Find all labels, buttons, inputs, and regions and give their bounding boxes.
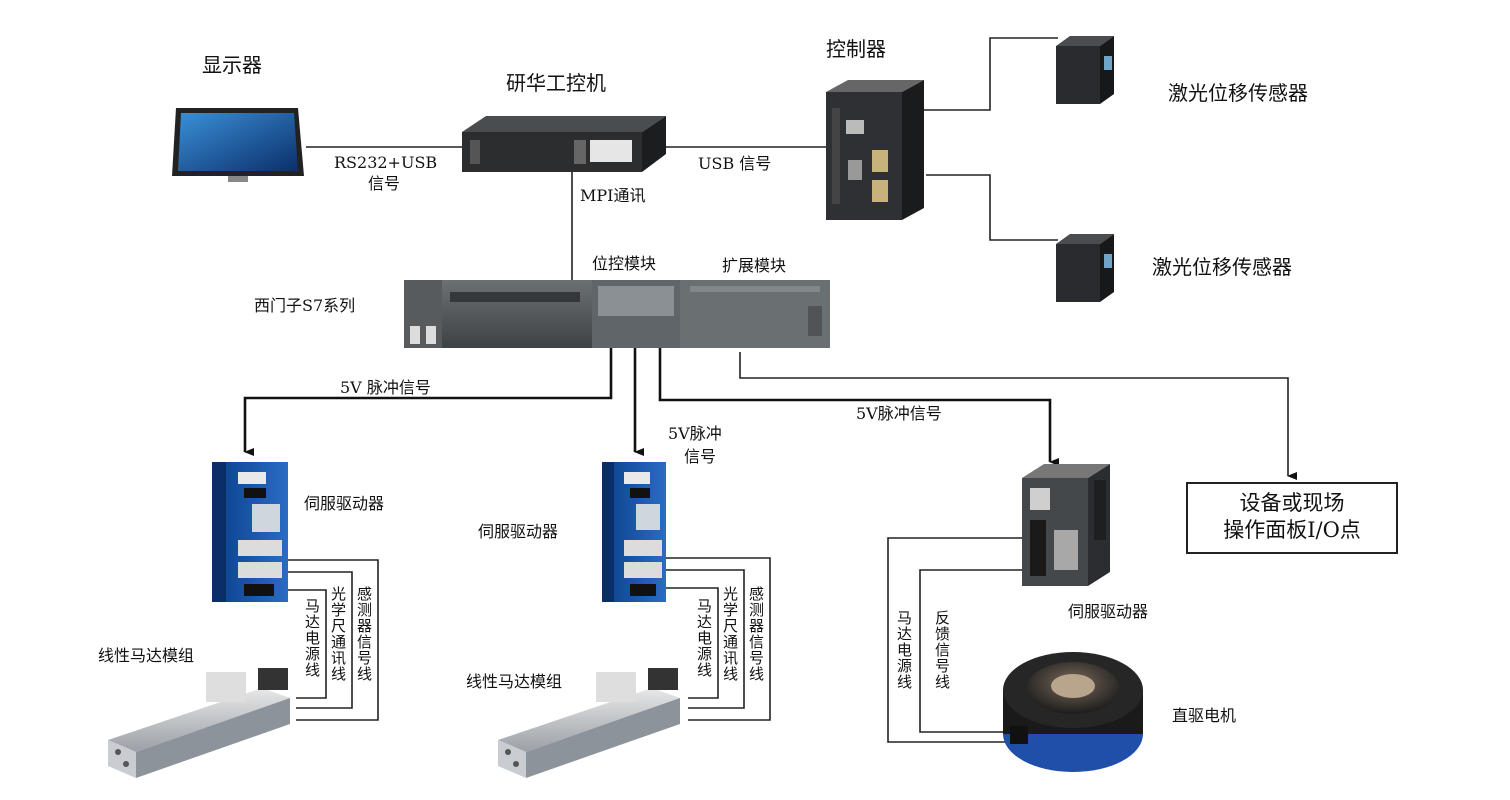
servo1-power-cable bbox=[282, 589, 327, 699]
industrial-pc-icon bbox=[462, 116, 666, 172]
servo-drive-3-icon bbox=[1022, 464, 1110, 586]
servo1-scale-cable bbox=[282, 571, 353, 709]
direct-motor-label: 直驱电机 bbox=[1172, 706, 1237, 725]
servo-drive-1-label: 伺服驱动器 bbox=[304, 494, 385, 513]
linear-motor-1-label: 线性马达模组 bbox=[98, 646, 195, 665]
plc-rack-icon bbox=[404, 280, 830, 348]
pulse-lines bbox=[243, 346, 1059, 466]
servo2-power-cable bbox=[660, 587, 719, 699]
monitor-icon bbox=[172, 108, 304, 182]
io-panel-label-line1: 设备或现场 bbox=[1239, 491, 1345, 515]
laser-sensor-1-icon bbox=[1056, 36, 1114, 104]
servo3-motor-power-label: 马达电源线 bbox=[895, 610, 913, 690]
servo-drive-2-label: 伺服驱动器 bbox=[478, 522, 559, 541]
rs232-label-line1: RS232+USB bbox=[334, 153, 438, 172]
io-panel-label-line2: 操作面板I/O点 bbox=[1223, 518, 1361, 542]
pulse-left-wire bbox=[243, 346, 613, 456]
ipc-label: 研华工控机 bbox=[506, 71, 606, 95]
monitor-label: 显示器 bbox=[202, 53, 262, 77]
servo1-motor-power-label: 马达电源线 bbox=[303, 598, 321, 678]
laser1-wire bbox=[922, 37, 1058, 111]
servo-drive-1-icon bbox=[212, 462, 288, 602]
servo3-power-cable bbox=[887, 537, 1030, 743]
servo-drive-3-label: 伺服驱动器 bbox=[1068, 602, 1149, 621]
servo-drive-2-icon bbox=[602, 462, 666, 602]
position-module-label: 位控模块 bbox=[592, 254, 657, 273]
pulse-right-label: 5V脉冲信号 bbox=[856, 404, 942, 423]
servo1-sensor-cable bbox=[282, 559, 379, 721]
laser-sensor-2-label: 激光位移传感器 bbox=[1152, 255, 1292, 279]
plc-label: 西门子S7系列 bbox=[254, 296, 356, 315]
controller-icon bbox=[826, 80, 924, 220]
laser2-wire bbox=[926, 174, 1058, 241]
io-panel-box: 设备或现场 操作面板I/O点 bbox=[1186, 482, 1398, 554]
expansion-module-label: 扩展模块 bbox=[722, 256, 787, 275]
rs232-label-line2: 信号 bbox=[367, 174, 400, 193]
laser-sensor-1-label: 激光位移传感器 bbox=[1168, 81, 1308, 105]
servo2-motor-power-label: 马达电源线 bbox=[695, 598, 713, 678]
servo2-sensor-signal-label: 感测器信号线 bbox=[747, 586, 765, 682]
io-wire bbox=[739, 352, 1297, 480]
laser-sensor-2-icon bbox=[1056, 234, 1114, 302]
servo1-optical-scale-label: 光学尺通讯线 bbox=[329, 586, 347, 682]
servo2-sensor-cable bbox=[660, 557, 771, 721]
servo2-optical-scale-label: 光学尺通讯线 bbox=[721, 586, 739, 682]
linear-motor-1-icon bbox=[108, 668, 290, 778]
direct-drive-motor-icon bbox=[1003, 652, 1143, 772]
servo3-feedback-label: 反馈信号线 bbox=[933, 610, 951, 690]
servo3-feedback-cable bbox=[919, 569, 1030, 733]
pulse-left-label: 5V 脉冲信号 bbox=[340, 378, 431, 397]
pulse-right-wire bbox=[658, 346, 1059, 466]
usb-signal-label: USB 信号 bbox=[698, 154, 772, 173]
servo1-sensor-signal-label: 感测器信号线 bbox=[355, 586, 373, 682]
pulse-mid-label-line1: 5V脉冲 bbox=[668, 424, 722, 443]
pulse-mid-label-line2: 信号 bbox=[684, 447, 717, 466]
controller-label: 控制器 bbox=[826, 37, 886, 61]
mpi-label: MPI通讯 bbox=[580, 186, 646, 205]
servo2-scale-cable bbox=[660, 569, 745, 709]
linear-motor-2-icon bbox=[498, 668, 680, 778]
connection-lines bbox=[306, 37, 1297, 480]
linear-motor-2-label: 线性马达模组 bbox=[466, 672, 563, 691]
motor-cables bbox=[282, 537, 1030, 743]
